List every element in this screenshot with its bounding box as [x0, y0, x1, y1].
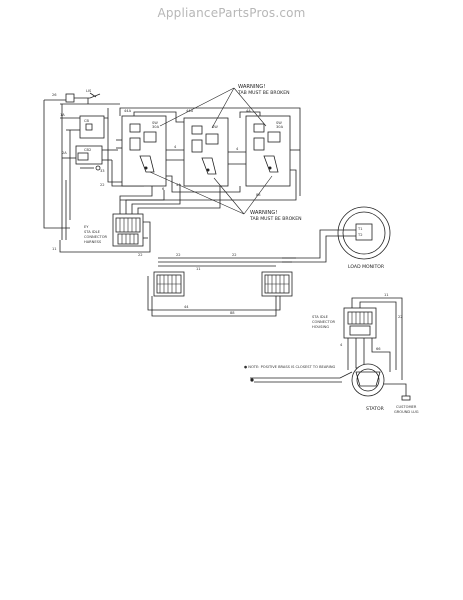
svg-text:88: 88	[256, 193, 261, 197]
svg-text:GROUND LUG: GROUND LUG	[394, 410, 419, 414]
svg-text:STATOR: STATOR	[366, 406, 385, 412]
svg-text:4: 4	[236, 147, 239, 151]
svg-text:CB2: CB2	[84, 148, 91, 152]
receptacle-1: SW 30A	[116, 115, 167, 187]
stator-connector-housing: STA IDLE CONNECTOR HOUSING	[312, 307, 377, 339]
idle-control-connector: EY STA IDLE CONNECTOR HARNESS 11 22	[52, 213, 151, 257]
receptacle-2: SW	[183, 117, 229, 187]
warning-callout-bottom: WARNING! TAB MUST BE BROKEN	[149, 171, 302, 222]
svg-text:LOAD MONITOR: LOAD MONITOR	[348, 264, 385, 270]
svg-text:LIS: LIS	[86, 89, 92, 93]
svg-text:4: 4	[174, 145, 177, 149]
svg-text:EY: EY	[84, 225, 89, 229]
svg-text:22: 22	[100, 183, 105, 187]
svg-text:TAB MUST BE BROKEN: TAB MUST BE BROKEN	[249, 216, 302, 222]
svg-text:SW: SW	[152, 121, 158, 125]
svg-text:44: 44	[184, 305, 189, 309]
site-watermark: AppliancePartsPros.com	[157, 6, 306, 20]
svg-text:33: 33	[100, 169, 105, 173]
svg-text:30A: 30A	[152, 125, 160, 129]
svg-text:11: 11	[52, 247, 57, 251]
svg-text:CONNECTOR: CONNECTOR	[84, 235, 108, 239]
svg-text:22: 22	[138, 253, 143, 257]
customer-ground-lug: CUSTOMER GROUND LUG	[384, 383, 419, 414]
svg-text:WARNING!: WARNING!	[250, 210, 277, 216]
svg-text:STA IDLE: STA IDLE	[312, 315, 329, 319]
svg-text:66: 66	[376, 347, 381, 351]
load-monitor: T1 T2 LOAD MONITOR	[337, 206, 391, 270]
svg-text:6: 6	[162, 187, 165, 191]
connector-right	[261, 271, 293, 297]
svg-text:2A: 2A	[62, 151, 67, 155]
svg-text:CB: CB	[84, 119, 90, 123]
svg-text:● NOTE: POSITIVE BRASS IS CLOS: ● NOTE: POSITIVE BRASS IS CLOSEST TO BEA…	[244, 365, 336, 369]
svg-text:TAB MUST BE BROKEN: TAB MUST BE BROKEN	[237, 90, 290, 96]
svg-text:4: 4	[340, 343, 343, 347]
svg-text:22: 22	[232, 253, 237, 257]
svg-text:T1: T1	[357, 227, 362, 231]
svg-text:44A: 44A	[124, 109, 132, 113]
svg-text:22: 22	[176, 253, 181, 257]
svg-text:11: 11	[196, 267, 201, 271]
svg-text:STA IDLE: STA IDLE	[84, 230, 101, 234]
svg-text:26: 26	[52, 93, 57, 97]
svg-text:WARNING!: WARNING!	[238, 84, 265, 90]
svg-text:11: 11	[384, 293, 389, 297]
svg-text:CONNECTOR: CONNECTOR	[312, 320, 336, 324]
warning-callout-top: WARNING! TAB MUST BE BROKEN	[159, 84, 290, 129]
svg-text:SW: SW	[276, 121, 282, 125]
positive-brush-note: ● NOTE: POSITIVE BRASS IS CLOSEST TO BEA…	[244, 365, 353, 383]
svg-text:HOUSING: HOUSING	[312, 325, 329, 329]
svg-text:1A: 1A	[60, 113, 65, 117]
svg-text:SW: SW	[212, 125, 218, 129]
stator: STATOR	[351, 363, 385, 412]
svg-text:30A: 30A	[276, 125, 284, 129]
svg-text:22: 22	[398, 315, 403, 319]
receptacle-3: SW 30A	[245, 115, 291, 187]
connector-left	[153, 271, 185, 297]
svg-text:4A: 4A	[246, 109, 251, 113]
svg-text:T2: T2	[357, 233, 362, 237]
svg-text:HARNESS: HARNESS	[84, 240, 102, 244]
svg-text:88: 88	[230, 311, 235, 315]
breaker-section: LIS 26 CB 1A CB2 2A 33	[43, 89, 120, 229]
svg-text:CUSTOMER: CUSTOMER	[396, 405, 417, 409]
